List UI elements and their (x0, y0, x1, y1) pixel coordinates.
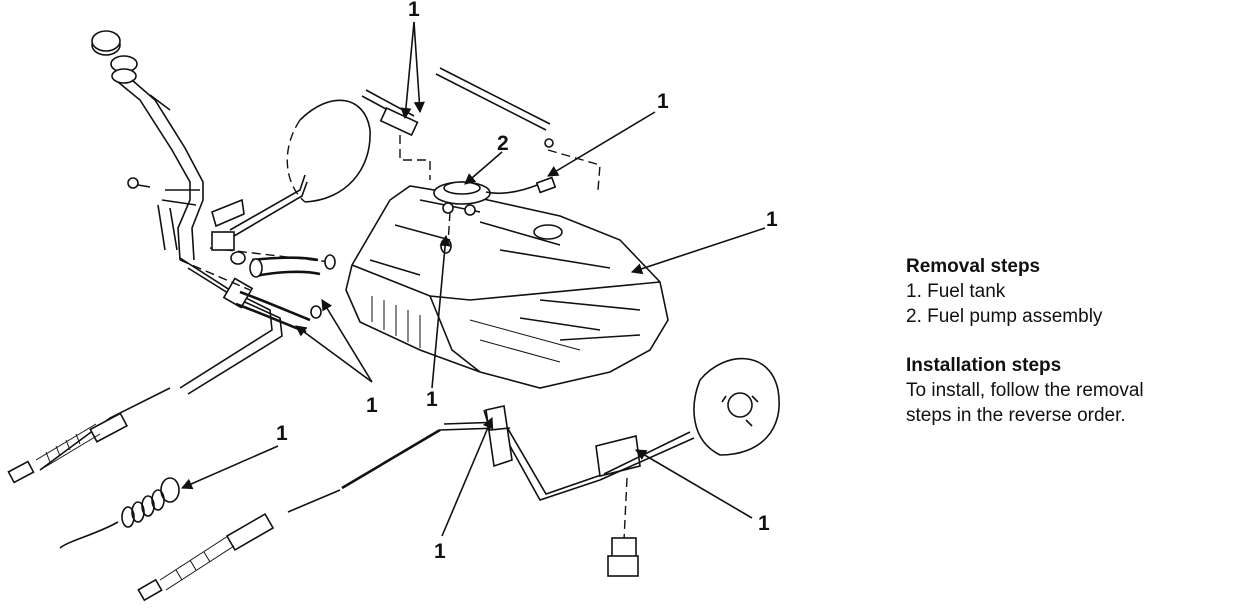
callout-arrows (180, 21, 766, 537)
cable-spring (59, 477, 180, 549)
removal-step-item: 1. Fuel tank (906, 281, 1006, 302)
callout-label: 1 (408, 0, 420, 21)
filler-neck-pipe (117, 79, 283, 395)
brake-cable-right (137, 421, 605, 602)
rear-brake-drum (693, 357, 780, 456)
installation-text: To install, follow the removal (906, 380, 1144, 401)
vent-pipe-upper (361, 67, 554, 148)
callout-label: 1 (366, 394, 378, 417)
callout-label: 1 (276, 422, 288, 445)
cable-bracket-right (595, 431, 695, 481)
mounting-bolt (607, 477, 639, 577)
filler-hose (249, 254, 336, 278)
cable-bracket-center (483, 405, 513, 468)
callout-label: 1 (766, 208, 778, 231)
callout-label: 1 (426, 388, 438, 411)
callout-label: 1 (657, 90, 669, 113)
heat-shield (211, 99, 371, 237)
fuel-tank-body (345, 185, 669, 389)
installation-steps-heading: Installation steps (906, 355, 1062, 376)
installation-text: steps in the reverse order. (906, 405, 1126, 426)
sender-dashed-box (399, 135, 601, 191)
hose-clamp-bracket (211, 231, 246, 265)
procedure-legend: Removal steps 1. Fuel tank 2. Fuel pump … (906, 254, 1246, 428)
filler-cap (91, 30, 138, 84)
bolt-small (127, 177, 151, 189)
brake-cable-left (7, 387, 171, 484)
fuel-pump-assembly (433, 176, 563, 240)
callout-label: 2 (497, 132, 509, 155)
removal-steps-heading: Removal steps (906, 256, 1041, 277)
removal-step-item: 2. Fuel pump assembly (906, 306, 1103, 327)
callout-label: 1 (434, 540, 446, 563)
callout-label: 1 (758, 512, 770, 535)
vent-hose (235, 290, 322, 334)
